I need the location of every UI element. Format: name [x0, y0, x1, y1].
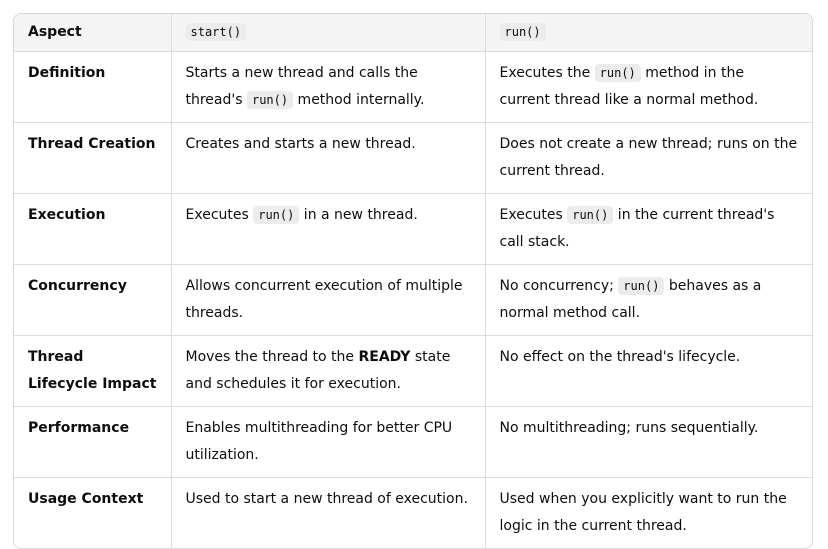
cell-text: Executes — [499, 206, 568, 223]
table-body: Definition Starts a new thread and calls… — [14, 51, 812, 548]
table-row: Performance Enables multithreading for b… — [14, 406, 812, 478]
table-row: Usage Context Used to start a new thread… — [14, 477, 812, 548]
cell-text: method in the current thread like a norm… — [499, 64, 759, 108]
cell-text: method internally. — [293, 91, 425, 108]
cell-run: No effect on the thread's lifecycle. — [485, 335, 812, 407]
inline-code: run() — [253, 205, 300, 224]
cell-text: Moves the thread to the — [185, 348, 359, 365]
cell-start: Allows concurrent execution of multiple … — [171, 264, 486, 336]
cell-text: Executes the — [499, 64, 595, 81]
table-header: Aspect start() run() — [14, 14, 812, 52]
cell-text: state and schedules it for execution. — [185, 348, 451, 392]
cell-aspect: Definition — [14, 51, 172, 123]
cell-start: Enables multithreading for better CPU ut… — [171, 406, 486, 478]
table-row: Concurrency Allows concurrent execution … — [14, 264, 812, 336]
cell-start: Creates and starts a new thread. — [171, 122, 486, 194]
cell-text: Executes — [185, 206, 254, 223]
cell-text: in a new thread. — [299, 206, 418, 223]
cell-aspect: Concurrency — [14, 264, 172, 336]
cell-text: Starts a new thread and calls the thread… — [185, 64, 418, 108]
inline-code: run() — [246, 90, 294, 109]
table-row: Definition Starts a new thread and calls… — [14, 51, 812, 123]
cell-start: Used to start a new thread of execution. — [171, 477, 486, 548]
header-start-code: start() — [185, 23, 247, 42]
table-row: Thread Lifecycle Impact Moves the thread… — [14, 335, 812, 407]
cell-strong-text: READY — [358, 348, 411, 365]
cell-text: Used to start a new thread of execution. — [185, 490, 468, 507]
header-row: Aspect start() run() — [14, 14, 812, 52]
cell-run: Used when you explicitly want to run the… — [485, 477, 812, 548]
cell-text: Enables multithreading for better CPU ut… — [185, 419, 453, 463]
cell-run: Executes run() in the current thread's c… — [485, 193, 812, 265]
comparison-table: Aspect start() run() Definition Starts a… — [14, 14, 812, 548]
inline-code: run() — [618, 276, 665, 295]
cell-run: No multithreading; runs sequentially. — [485, 406, 812, 478]
cell-aspect: Thread Creation — [14, 122, 172, 194]
cell-run: No concurrency; run() behaves as a norma… — [485, 264, 812, 336]
cell-run: Does not create a new thread; runs on th… — [485, 122, 812, 194]
cell-aspect: Thread Lifecycle Impact — [14, 335, 172, 407]
cell-aspect: Performance — [14, 406, 172, 478]
header-start: start() — [171, 14, 486, 52]
cell-start: Executes run() in a new thread. — [171, 193, 486, 265]
cell-text: No concurrency; — [499, 277, 619, 294]
inline-code: run() — [567, 205, 614, 224]
cell-text: No multithreading; runs sequentially. — [499, 419, 759, 436]
header-run: run() — [485, 14, 812, 52]
cell-text: Creates and starts a new thread. — [185, 135, 416, 152]
cell-text: Does not create a new thread; runs on th… — [499, 135, 798, 179]
cell-text: Allows concurrent execution of multiple … — [185, 277, 463, 321]
cell-start: Starts a new thread and calls the thread… — [171, 51, 486, 123]
cell-aspect: Execution — [14, 193, 172, 265]
inline-code: run() — [594, 63, 641, 82]
cell-text: in the current thread's call stack. — [499, 206, 775, 250]
comparison-table-container: Aspect start() run() Definition Starts a… — [13, 13, 813, 549]
cell-text: No effect on the thread's lifecycle. — [499, 348, 741, 365]
cell-aspect: Usage Context — [14, 477, 172, 548]
table-row: Thread Creation Creates and starts a new… — [14, 122, 812, 194]
table-row: Execution Executes run() in a new thread… — [14, 193, 812, 265]
header-run-code: run() — [499, 23, 546, 42]
cell-text: Used when you explicitly want to run the… — [499, 490, 787, 534]
cell-start: Moves the thread to the READY state and … — [171, 335, 486, 407]
header-aspect: Aspect — [14, 14, 172, 52]
cell-run: Executes the run() method in the current… — [485, 51, 812, 123]
cell-text: behaves as a normal method call. — [499, 277, 762, 321]
